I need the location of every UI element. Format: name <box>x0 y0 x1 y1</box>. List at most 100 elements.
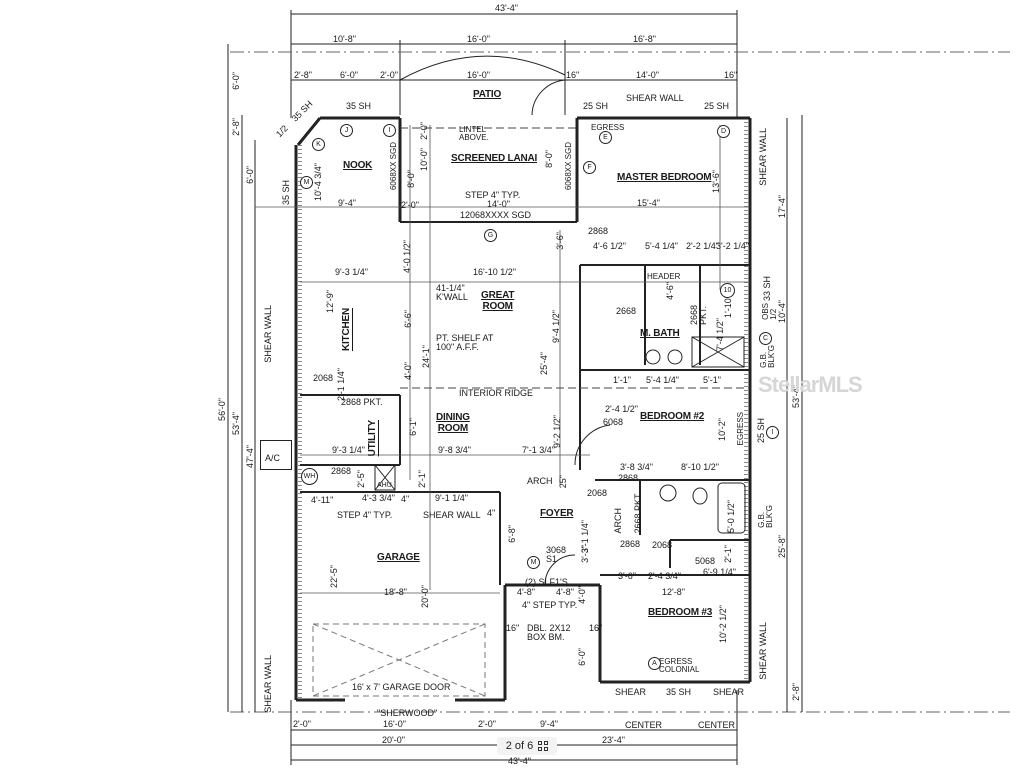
dim-top-1: 10'-8" <box>333 34 356 44</box>
tag-m: M <box>527 556 540 569</box>
note-shear-wall-top: SHEAR WALL <box>626 93 684 103</box>
note-garage-step: STEP 4" TYP. <box>337 510 393 520</box>
note-door-2668-mbath: 2668 <box>616 306 637 316</box>
watermark: StellarMLS <box>758 372 863 397</box>
dim-top2-4: 16'-0" <box>467 70 490 80</box>
tag-c: C <box>759 332 772 345</box>
note-pt-shelf: PT. SHELF AT 100" A.F.F. <box>436 333 494 352</box>
note-arch-h: 25" <box>558 475 568 489</box>
note-mbath-shower: 7'-4 1/2" <box>715 318 725 351</box>
dim-top2-7: 16" <box>724 70 738 80</box>
note-garage-door: 16' x 7' GARAGE DOOR <box>352 682 451 692</box>
note-lanai-step: STEP 4" TYP. <box>465 190 521 200</box>
note-egress-master: EGRESS <box>591 123 625 132</box>
note-shear-wall-left2: SHEAR WALL <box>263 655 273 713</box>
note-master-w: 15'-4" <box>637 198 660 208</box>
note-garage-h1: 22'-5" <box>329 565 339 588</box>
tag-10: 10 <box>720 283 735 298</box>
room-garage: GARAGE <box>377 552 420 563</box>
note-b3-35sh: 35 SH <box>666 687 692 697</box>
dim-bot-3: 2'-0" <box>478 719 496 729</box>
dim-top2-5: 16" <box>566 70 580 80</box>
note-mdim-3: 2'-2 1/4" <box>686 241 719 251</box>
note-shear-wall-left: SHEAR WALL <box>263 305 273 363</box>
note-great-h1: 9'-4 1/2" <box>551 310 561 343</box>
note-b3-shear-r: SHEAR <box>713 687 745 697</box>
note-great-h2: 25'-4" <box>539 352 549 375</box>
note-b2-door: 2'-4 1/2" <box>605 404 638 414</box>
note-kwall: 41-1/4" K'WALL <box>436 283 468 302</box>
note-step-foyer: 4" STEP TYP. <box>522 600 578 610</box>
note-lanai-sgd: 12068XXXX SGD <box>460 210 532 220</box>
page-indicator-label: 2 of 6 <box>505 740 534 752</box>
dim-left-6: 47'-4" <box>245 445 255 468</box>
note-arch: ARCH <box>527 476 553 486</box>
tag-i: J <box>340 124 353 137</box>
note-interior-ridge: INTERIOR RIDGE <box>459 388 534 398</box>
note-garage-h2: 20'-0" <box>420 585 430 608</box>
note-lanai-width: 14'-0" <box>487 199 510 209</box>
note-closet-h: 2'-1" <box>723 545 733 563</box>
page-indicator-button[interactable]: 2 of 6 <box>497 737 557 755</box>
note-bm-16a: 16" <box>506 623 520 633</box>
dim-right-2: 10'-4" <box>777 300 787 323</box>
dim-left-5: 53'-4" <box>231 412 241 435</box>
note-door-2668-pkt: 2668 PKT. <box>689 305 708 326</box>
tag-j: K <box>312 138 325 151</box>
note-door-2068-kitchen: 2068 <box>313 373 334 383</box>
note-util-h: 2'-5" <box>356 470 366 488</box>
note-util-h2: 2'-1" <box>417 470 427 488</box>
note-door-2868-pkt-util: 2868 PKT. <box>341 397 383 407</box>
dim-bot2-1: 20'-0" <box>382 735 405 745</box>
room-master-bedroom: MASTER BEDROOM <box>617 172 712 183</box>
note-shear-wall-right2: SHEAR WALL <box>758 622 768 680</box>
dim-top-3: 16'-8" <box>633 34 656 44</box>
room-m-bath: M. BATH <box>640 328 680 339</box>
room-foyer: FOYER <box>540 508 574 519</box>
dim-bot2-2: 23'-4" <box>602 735 625 745</box>
note-35sh-top: 35 SH <box>346 101 372 111</box>
dim-left-4: 56'-0" <box>217 398 227 421</box>
tag-h-nook: I <box>383 124 396 137</box>
note-b3-dim-2: 2'-4 3/4" <box>648 571 681 581</box>
room-patio: PATIO <box>473 89 502 100</box>
note-b3-egress: EGRESS COLONIAL <box>659 657 700 674</box>
note-lanai-h3: 8'-0" <box>406 170 416 188</box>
note-mdim-2: 5'-4 1/4" <box>645 241 678 251</box>
note-arch-v: ARCH <box>613 508 623 534</box>
note-box-bm: DBL. 2X12 BOX BM. <box>527 623 571 642</box>
note-sgd-lanai: 6068XX SGD <box>564 142 573 191</box>
note-door-2868-b: 2868 <box>620 539 641 549</box>
note-utility-w: 9'-3 1/4" <box>332 445 365 455</box>
note-gb-blkg-2: G.B. BLK'G <box>757 505 774 528</box>
room-bedroom-3: BEDROOM #3 <box>648 607 713 618</box>
note-35sh-left: 35 SH <box>281 180 291 206</box>
room-great-room: GREAT ROOM <box>481 290 515 312</box>
note-25sh-b2: 25 SH <box>756 418 766 444</box>
note-kw-h2: 6'-6" <box>403 310 413 328</box>
note-lanai-h2: 10'-0" <box>419 148 429 171</box>
tag-e: E <box>599 131 612 144</box>
tag-g: G <box>484 229 497 242</box>
note-kitchen-h2: 2'-1 1/4" <box>336 368 346 401</box>
note-dining-w2: 7'-1 3/4" <box>522 445 555 455</box>
note-shear-wall-right1: SHEAR WALL <box>758 128 768 186</box>
note-udim-1: 4'-11" <box>311 495 334 505</box>
note-foyer-h1: 6'-8" <box>507 525 517 543</box>
note-egress-b2: EGRESS <box>736 412 745 446</box>
note-door-2068-foyer: 2068 <box>587 488 608 498</box>
note-bm-16b: 16" <box>589 623 603 633</box>
dim-bottom-overall: 43'-4" <box>508 756 531 766</box>
note-tub-h: 5'-0 1/2" <box>726 500 736 533</box>
note-master-h: 13'-6" <box>711 170 721 193</box>
note-closet-5068: 5068 <box>695 556 716 566</box>
note-slf: (2) SLF1'S <box>525 577 568 587</box>
note-fdim-2: 4'-8" <box>556 587 574 597</box>
water-heater: WH <box>301 468 318 485</box>
note-closet-w: 6'-9 1/4" <box>703 567 736 577</box>
note-gb-blkg-1: G.B. BLK'G <box>759 345 776 368</box>
note-header: HEADER <box>647 272 681 281</box>
dim-bot-6: CENTER <box>698 720 736 730</box>
ac-unit: A/C <box>260 440 292 470</box>
dim-top2-3: 2'-0" <box>380 70 398 80</box>
